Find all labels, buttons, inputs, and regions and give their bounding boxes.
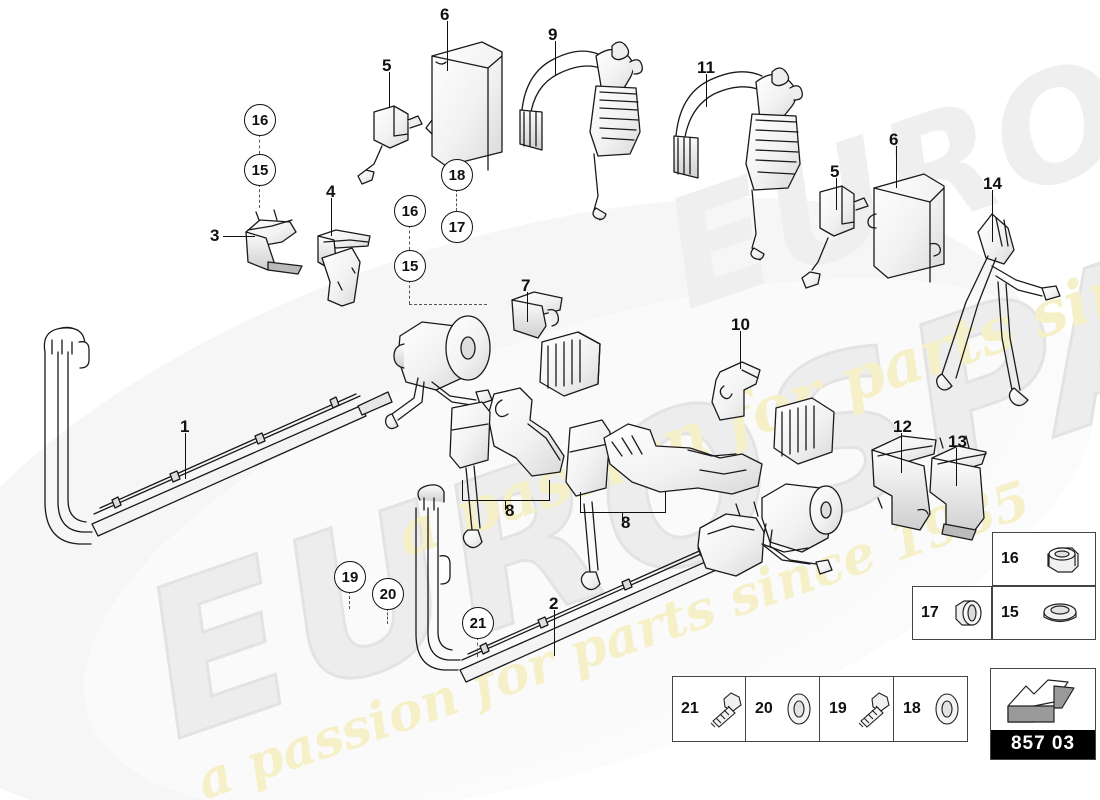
label-12-leader [901, 433, 903, 473]
legend-cell-15[interactable]: 15 [992, 586, 1096, 640]
label-8-right-bracket [580, 492, 666, 513]
dash-16-15-a [259, 134, 260, 154]
part-number-plate[interactable]: 857 03 [990, 668, 1096, 760]
circle-16-a[interactable]: 16 [244, 104, 276, 136]
legend-number-17: 17 [921, 604, 939, 621]
legend-number-21: 21 [681, 700, 699, 717]
dash-15-bracket-a [259, 184, 260, 208]
label-8-right: 8 [621, 513, 631, 532]
dash-link-1 [409, 304, 487, 305]
legend-cell-17[interactable]: 17 [912, 586, 992, 640]
label-3: 3 [210, 226, 220, 245]
legend-number-19: 19 [829, 700, 847, 717]
label-6-right-leader [896, 146, 898, 188]
label-6-right: 6 [889, 130, 899, 149]
label-8-left: 8 [505, 501, 515, 520]
legend-cell-16[interactable]: 16 [992, 532, 1096, 586]
washer-icon [927, 687, 968, 731]
seat-icon [991, 669, 1095, 730]
label-2-leader [554, 610, 556, 656]
dash-18-17 [456, 189, 457, 211]
label-7: 7 [521, 276, 531, 295]
label-9: 9 [548, 25, 558, 44]
legend-number-18: 18 [903, 700, 921, 717]
label-1: 1 [180, 417, 190, 436]
label-3-leader [223, 236, 255, 238]
bolt-icon [853, 687, 895, 731]
label-4: 4 [326, 182, 336, 201]
label-10: 10 [731, 315, 750, 334]
label-5-right-leader [836, 178, 838, 210]
legend-cell-21[interactable]: 21 [672, 676, 746, 742]
circle-15-b[interactable]: 15 [394, 250, 426, 282]
label-11-leader [706, 74, 708, 107]
circle-19[interactable]: 19 [334, 561, 366, 593]
nut-icon [945, 596, 992, 630]
legend-number-16: 16 [1001, 550, 1019, 567]
label-5-right: 5 [830, 162, 840, 181]
legend-cell-19[interactable]: 19 [820, 676, 894, 742]
washer-icon [779, 687, 819, 731]
bolt-icon [705, 687, 747, 731]
dash-20-down [387, 608, 388, 624]
label-2: 2 [549, 594, 559, 613]
label-12: 12 [893, 417, 912, 436]
label-6-top-leader [447, 21, 449, 71]
label-6-top: 6 [440, 5, 450, 24]
circle-16-b[interactable]: 16 [394, 195, 426, 227]
label-14: 14 [983, 174, 1002, 193]
label-5-left-leader [389, 72, 391, 108]
legend-number-20: 20 [755, 700, 773, 717]
label-13: 13 [948, 432, 967, 451]
legend-cell-18[interactable]: 18 [894, 676, 968, 742]
circle-17[interactable]: 17 [441, 211, 473, 243]
dash-15-b-down [409, 280, 410, 304]
circle-20[interactable]: 20 [372, 578, 404, 610]
circle-15-a[interactable]: 15 [244, 154, 276, 186]
label-14-leader [992, 190, 994, 242]
circle-21[interactable]: 21 [462, 607, 494, 639]
label-8-left-bracket [462, 480, 550, 501]
label-4-leader [331, 198, 333, 236]
label-7-leader [527, 292, 529, 322]
legend-number-15: 15 [1001, 604, 1019, 621]
part-number-label: 857 03 [991, 730, 1095, 759]
dash-21-down [477, 637, 478, 657]
circle-18[interactable]: 18 [441, 159, 473, 191]
hex-nut-icon [1025, 542, 1096, 576]
label-5-left: 5 [382, 56, 392, 75]
dash-19-down [349, 591, 350, 609]
legend-cell-20[interactable]: 20 [746, 676, 820, 742]
label-11: 11 [697, 58, 715, 77]
label-9-leader [555, 41, 557, 76]
label-10-leader [740, 331, 742, 369]
dash-16-15-b [409, 225, 410, 250]
washer-icon [1025, 598, 1096, 628]
label-1-leader [185, 433, 187, 479]
label-13-leader [956, 448, 958, 486]
